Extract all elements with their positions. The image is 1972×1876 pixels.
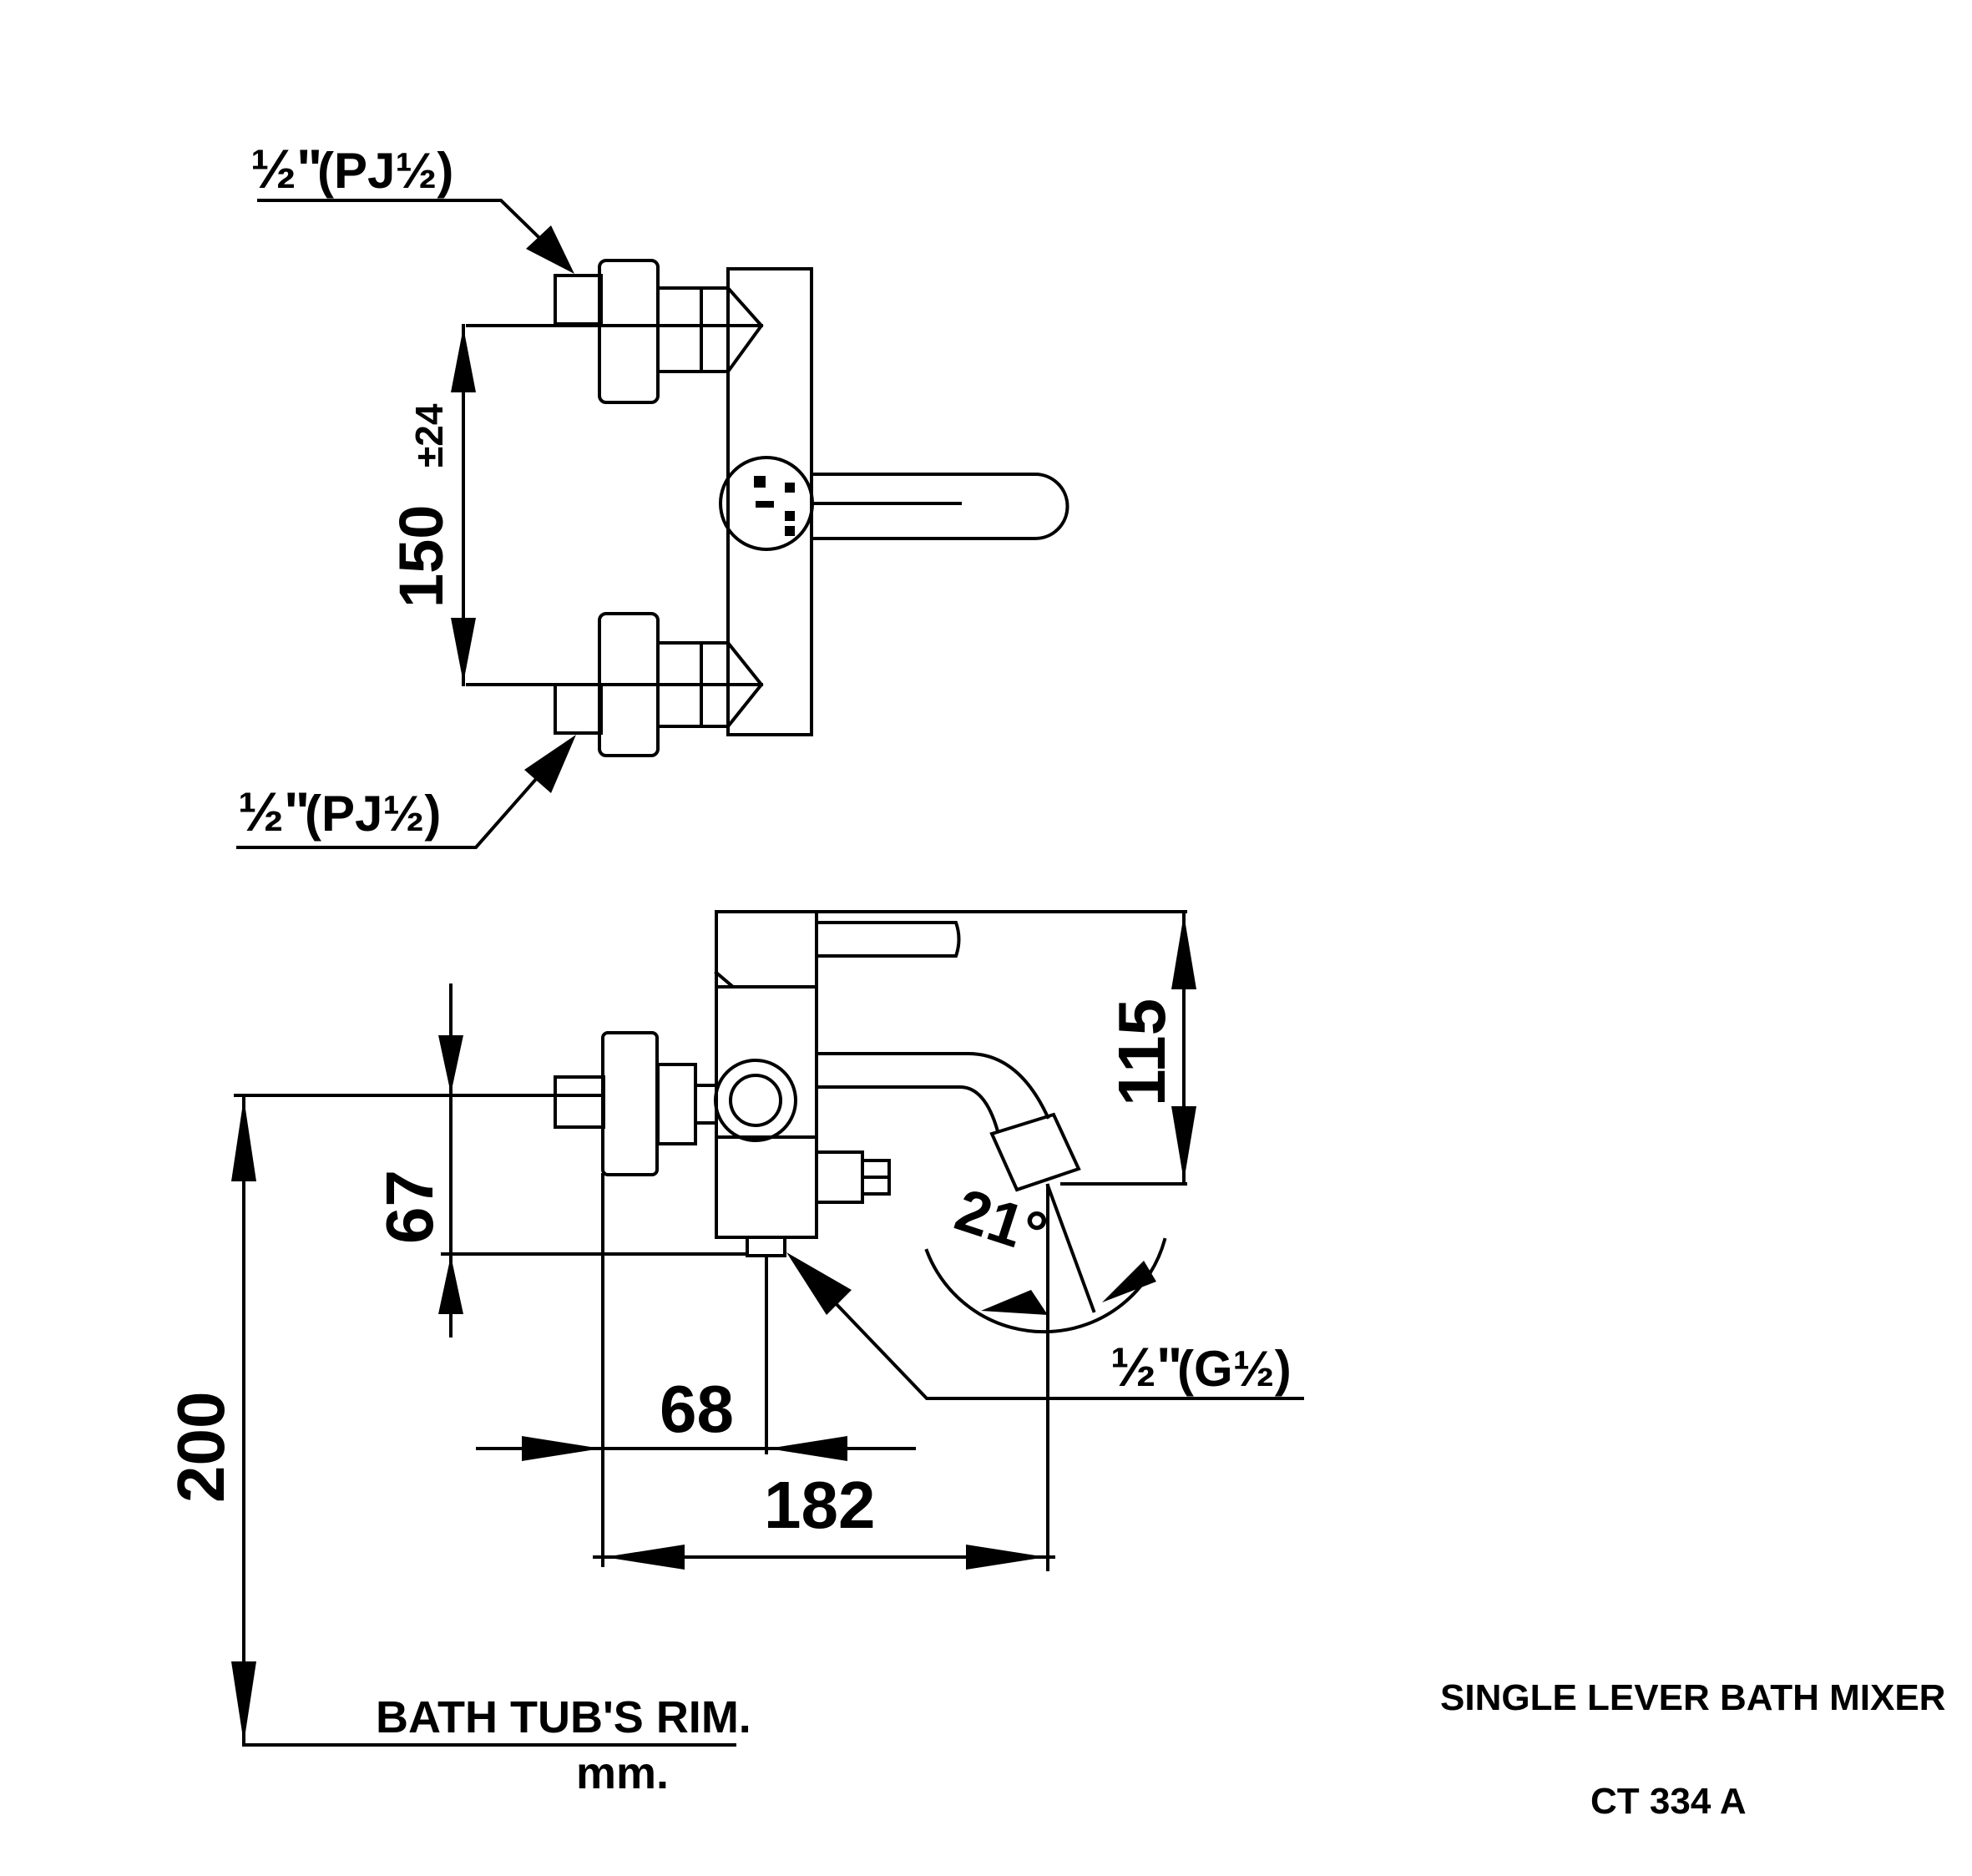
shower-outlet bbox=[815, 1150, 864, 1204]
indicator-dot bbox=[785, 526, 795, 536]
arrow-head bbox=[231, 1661, 256, 1743]
lever-side-view bbox=[815, 921, 961, 958]
inlet-nipple-upper bbox=[554, 274, 603, 326]
spout-upper bbox=[815, 1052, 1050, 1120]
nut-side bbox=[656, 1063, 697, 1145]
diverter-knob-inner bbox=[729, 1074, 782, 1127]
outlet-thread: (G½) bbox=[1177, 1341, 1292, 1397]
indicator-dot bbox=[754, 476, 766, 488]
union-upper bbox=[700, 286, 764, 373]
inlet-nipple-side bbox=[554, 1075, 605, 1129]
arrow-head bbox=[451, 327, 476, 392]
eccentric-side bbox=[601, 1031, 659, 1176]
title-block: SINGLE LEVER BATH MIXER CT 334 A bbox=[1440, 1677, 1945, 1822]
arrow-head bbox=[1171, 1106, 1196, 1181]
inlet-nipple-lower bbox=[554, 683, 603, 735]
arrow-head bbox=[768, 1436, 847, 1461]
upper-inlet-thread: (PJ½) bbox=[317, 143, 453, 199]
dim-200: 200 bbox=[164, 1392, 238, 1503]
housing-step bbox=[714, 970, 818, 989]
arrow-head bbox=[1102, 1261, 1156, 1302]
outlet-fraction: ½" bbox=[1110, 1336, 1182, 1398]
arrow-head bbox=[231, 1098, 256, 1181]
top-view: 150 ±24 ½" (PJ½) ½" (PJ½) bbox=[236, 138, 1069, 849]
unit-label: mm. bbox=[576, 1748, 669, 1798]
lower-inlet-fraction: ½" bbox=[238, 781, 310, 842]
arrow-head bbox=[438, 1256, 463, 1314]
indicator-dot bbox=[785, 511, 795, 521]
arrow-head bbox=[526, 225, 574, 274]
product-name: SINGLE LEVER BATH MIXER bbox=[1440, 1677, 1945, 1718]
arrow-head bbox=[524, 735, 576, 793]
leader-outlet bbox=[792, 1258, 1304, 1400]
lower-inlet-thread: (PJ½) bbox=[305, 786, 441, 842]
dim-150: 150 bbox=[387, 505, 456, 608]
angle-ray bbox=[1045, 1183, 1096, 1313]
spout-lower bbox=[815, 1085, 1000, 1134]
arrow-head bbox=[981, 1290, 1048, 1315]
dim-tolerance: ±24 bbox=[407, 403, 451, 468]
arrow-head bbox=[966, 1545, 1046, 1570]
dim-182: 182 bbox=[764, 1468, 875, 1542]
arrow-head bbox=[1171, 914, 1196, 989]
dim-68: 68 bbox=[660, 1372, 734, 1446]
dim-115: 115 bbox=[1105, 999, 1179, 1106]
indicator-mark bbox=[756, 501, 774, 508]
lever-housing bbox=[715, 910, 818, 989]
lever-top-view bbox=[810, 473, 1069, 540]
diverter-knob bbox=[714, 1059, 797, 1142]
arrow-head bbox=[786, 1252, 852, 1315]
bath-rim-label: BATH TUB'S RIM. bbox=[376, 1692, 751, 1742]
side-view: 115 67 200 BATH TUB'S RIM. mm. 68 182 bbox=[164, 910, 1304, 1798]
arrow-head bbox=[604, 1545, 685, 1570]
indicator-dot bbox=[785, 483, 795, 493]
model-number: CT 334 A bbox=[1590, 1781, 1747, 1822]
arrow-head bbox=[522, 1436, 601, 1461]
dim-angle: 21° bbox=[948, 1176, 1054, 1268]
aerator bbox=[989, 1112, 1081, 1192]
leader-upper-inlet bbox=[257, 199, 570, 268]
arrow-head bbox=[451, 618, 476, 683]
arrow-head bbox=[438, 1035, 463, 1094]
nut-upper bbox=[656, 286, 703, 373]
eccentric-upper bbox=[598, 259, 660, 404]
dim-67: 67 bbox=[372, 1170, 447, 1244]
upper-inlet-fraction: ½" bbox=[250, 138, 322, 200]
bottom-outlet bbox=[746, 1236, 786, 1257]
mixer-body-side bbox=[715, 985, 818, 1239]
